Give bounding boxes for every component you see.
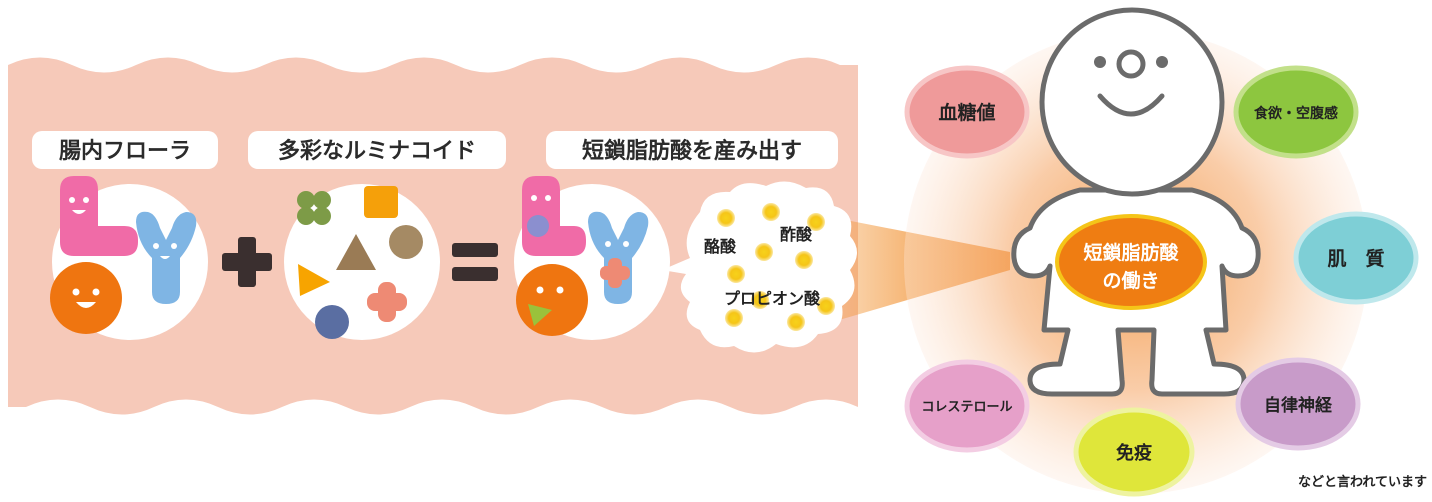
pink-bacterium-icon [60,176,138,256]
equals-sign-icon [452,243,498,281]
scfa-label: 短鎖脂肪酸を産み出す [582,138,802,164]
autonomic-label: 自律神経 [1264,395,1333,416]
brown-circle-icon [389,225,423,259]
blue-circle-icon [315,305,349,339]
plus-sign-icon [222,237,272,287]
salmon-cross-icon [367,282,407,322]
appetite-label: 食欲・空腹感 [1254,105,1338,122]
orange-square-icon [364,186,398,218]
footnote: などと言われています [1298,474,1427,490]
effect-blood-sugar: 血糖値 [904,65,1030,159]
effect-skin: 肌 質 [1293,211,1419,305]
luminacoid-group [284,184,440,340]
scfa-producer-group [514,176,670,340]
acetic-acid-label: 酢酸 [780,225,813,244]
effect-autonomic: 自律神経 [1235,357,1361,451]
luminacoid-label-box [248,131,506,169]
cholesterol-label: コレステロール [921,400,1012,415]
center-line2: の働き [1102,269,1159,292]
acid-cloud: 酪酸 酢酸 プロピオン酸 [662,181,857,353]
acid-dots [717,203,835,331]
butyric-acid-label: 酪酸 [704,237,737,256]
propionic-acid-label: プロピオン酸 [724,289,821,308]
center-bubble [1055,214,1207,310]
effect-cholesterol: コレステロール [904,359,1030,453]
luminacoid-label: 多彩なルミナコイド [278,138,476,164]
effect-appetite: 食欲・空腹感 [1233,65,1359,159]
scfa-label-box [546,131,838,169]
center-line1: 短鎖脂肪酸 [1083,241,1179,264]
orange-triangle-icon [298,264,330,296]
flora-label: 腸内フローラ [59,139,191,164]
green-clover-icon [297,191,331,225]
flora-label-box [32,131,218,169]
immunity-label: 免疫 [1116,442,1152,464]
skin-label: 肌 質 [1327,247,1384,270]
blood-sugar-label: 血糖値 [938,101,995,124]
effect-immunity: 免疫 [1073,407,1195,497]
orange-bacterium-icon [50,262,122,334]
flora-group [50,176,208,340]
smiley-face-icon [1094,49,1168,117]
brown-triangle-icon [336,234,376,270]
person-head [1039,7,1225,197]
